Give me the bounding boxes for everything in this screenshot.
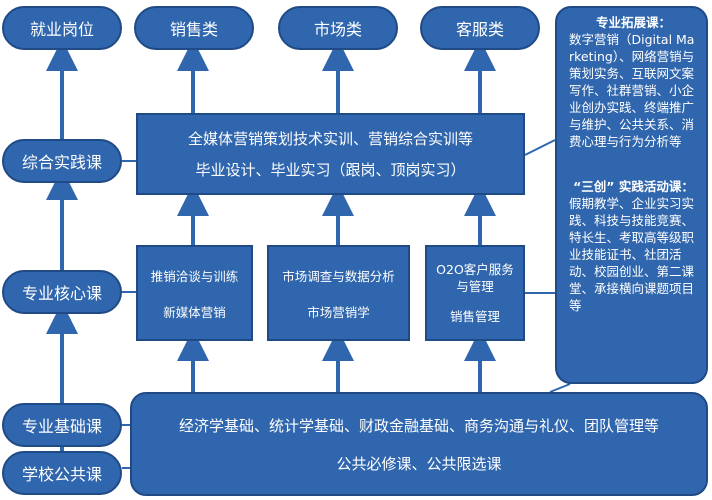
core-box-2: 市场调查与数据分析 市场营销学 <box>267 245 410 341</box>
career-market: 市场类 <box>278 6 398 50</box>
activity-body: 假期教学、企业实习实践、科技与技能竞赛、特长生、考取高等级职业技能证书、社团活动… <box>569 196 695 313</box>
career-market-text: 市场类 <box>313 20 362 39</box>
core-box-1-line2: 新媒体营销 <box>163 304 226 320</box>
level-core-text: 专业核心课 <box>21 284 102 303</box>
basic-box: 经济学基础、统计学基础、财政金融基础、商务沟通与礼仪、团队管理等 公共必修课、公… <box>130 392 708 496</box>
expand-title: 专业拓展课： <box>595 15 671 30</box>
career-label: 就业岗位 <box>2 6 122 50</box>
core-box-1: 推销洽谈与训练 新媒体营销 <box>136 245 253 341</box>
level-basic-text: 专业基础课 <box>21 417 102 436</box>
level-public-text: 学校公共课 <box>21 465 102 484</box>
level-basic: 专业基础课 <box>2 403 122 447</box>
career-service: 客服类 <box>420 6 540 50</box>
core-box-1-line1: 推销洽谈与训练 <box>150 268 239 284</box>
core-box-2-line2: 市场营销学 <box>307 304 370 320</box>
level-practice: 综合实践课 <box>2 139 122 183</box>
level-public: 学校公共课 <box>2 451 122 495</box>
career-sales-text: 销售类 <box>169 20 218 39</box>
practice-box: 全媒体营销策划技术实训、营销综合实训等 毕业设计、毕业实习（跟岗、顶岗实习） <box>136 113 525 195</box>
core-box-2-line1: 市场调查与数据分析 <box>282 268 395 284</box>
core-box-3: O2O客户服务与管理 销售管理 <box>425 245 525 341</box>
basic-line1: 经济学基础、统计学基础、财政金融基础、商务沟通与礼仪、团队管理等 <box>178 416 659 435</box>
expand-body: 数字营销（Digital Marketing）、网络营销与策划实务、互联网文案写… <box>569 32 695 149</box>
practice-line2: 毕业设计、毕业实习（跟岗、顶岗实习） <box>195 161 466 179</box>
level-core: 专业核心课 <box>2 270 122 314</box>
basic-line2: 公共必修课、公共限选课 <box>336 454 502 473</box>
activity-title: “三创” 实践活动课： <box>573 179 694 194</box>
level-practice-text: 综合实践课 <box>21 153 102 172</box>
practice-line1: 全媒体营销策划技术实训、营销综合实训等 <box>187 130 473 148</box>
side-panel: 专业拓展课： 数字营销（Digital Marketing）、网络营销与策划实务… <box>555 6 708 384</box>
career-service-text: 客服类 <box>455 20 504 39</box>
career-sales: 销售类 <box>134 6 254 50</box>
core-box-3-line1: O2O客户服务与管理 <box>436 261 514 294</box>
core-box-3-line2: 销售管理 <box>449 309 500 325</box>
career-label-text: 就业岗位 <box>29 20 94 39</box>
